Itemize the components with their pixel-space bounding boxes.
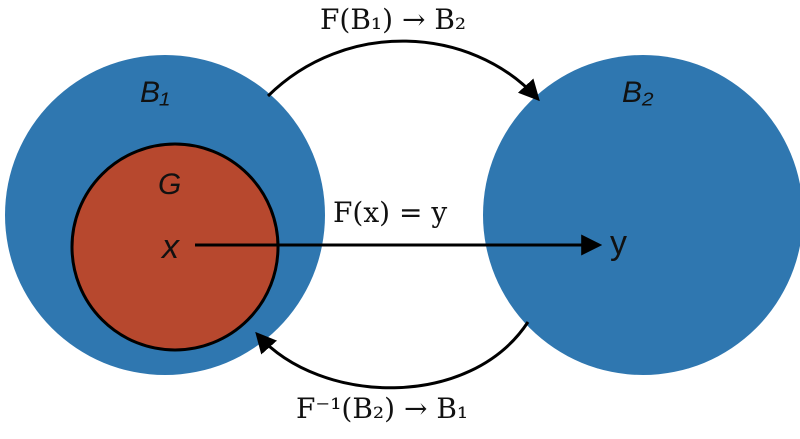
middle-mapping-label: F(x) = y xyxy=(333,196,448,229)
bottom-inverse-arrow xyxy=(255,321,530,390)
point-y-label: y xyxy=(610,224,627,262)
set-g-circle xyxy=(70,142,280,352)
set-b2-label: B₂ xyxy=(622,76,654,109)
bottom-mapping-label: F⁻¹(B₂) → B₁ xyxy=(296,392,469,425)
top-mapping-label: F(B₁) → B₂ xyxy=(320,3,467,36)
top-mapping-arrow xyxy=(266,39,540,102)
set-b2-circle xyxy=(483,55,800,375)
point-x-label: x xyxy=(162,228,179,266)
set-b1-label: B₁ xyxy=(140,76,170,109)
set-g-label: G xyxy=(158,168,182,201)
